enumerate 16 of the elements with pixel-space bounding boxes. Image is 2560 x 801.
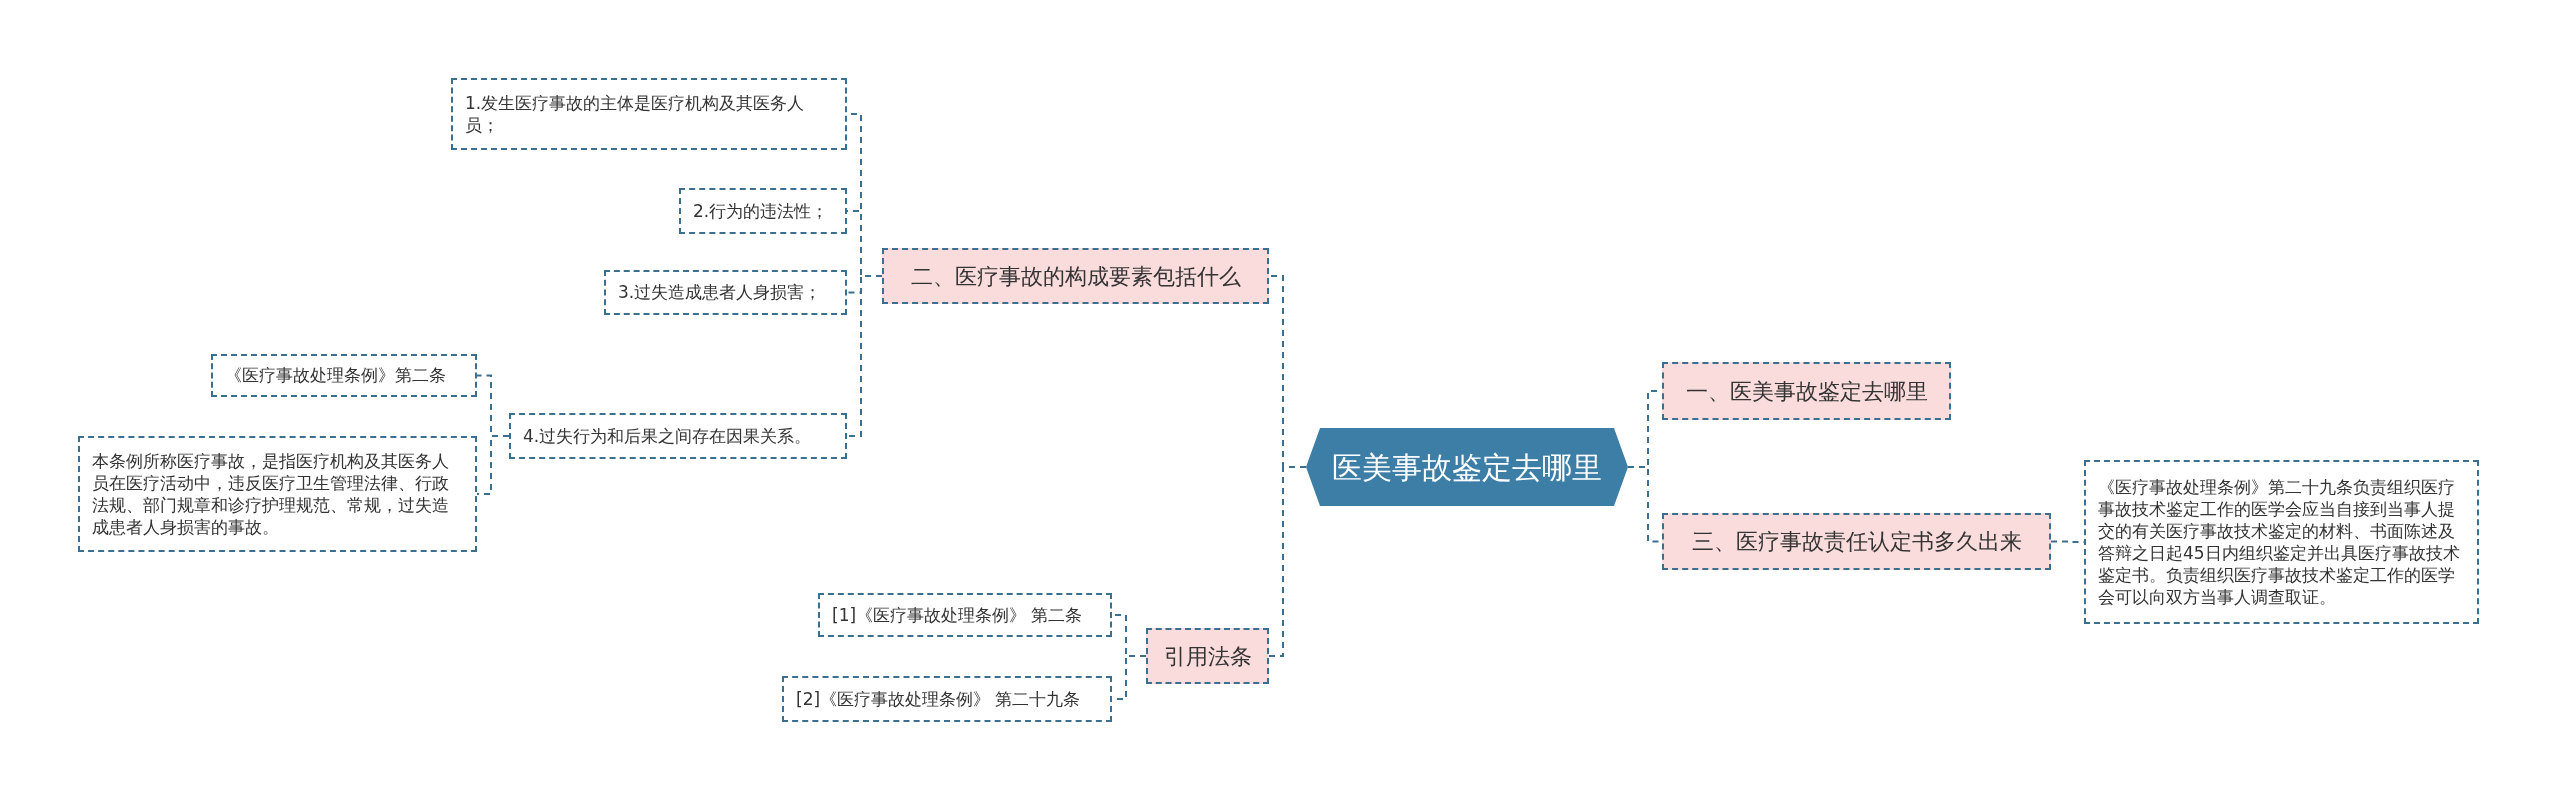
note-box: [2]《医疗事故处理条例》 第二十九条 <box>782 676 1112 722</box>
note-box: 《医疗事故处理条例》第二条 <box>211 354 477 397</box>
topic-hexagon: 医美事故鉴定去哪里 <box>1306 428 1628 506</box>
note-box: 《医疗事故处理条例》第二十九条负责组织医疗事故技术鉴定工作的医学会应当自接到当事人提交的有关医疗事故技术鉴定的材料、书面陈述及答辩之日起45日内组织鉴定并出具医疗事故技术鉴定书。负责组织医疗事故技术鉴定工作的医学会可以向双方当事人调查取证。 <box>2084 460 2479 624</box>
topic-box: 一、医美事故鉴定去哪里 <box>1662 362 1951 420</box>
connector-line <box>846 275 883 437</box>
note-box: 3.过失造成患者人身损害； <box>604 270 847 315</box>
note-box: 4.过失行为和后果之间存在因果关系。 <box>509 413 847 459</box>
topic-box: 二、医疗事故的构成要素包括什么 <box>882 248 1269 304</box>
connector-line <box>1268 466 1307 657</box>
topic-box: 三、医疗事故责任认定书多久出来 <box>1662 513 2051 570</box>
note-box: [1]《医疗事故处理条例》 第二条 <box>818 593 1112 637</box>
note-box: 1.发生医疗事故的主体是医疗机构及其医务人员； <box>451 78 847 150</box>
topic-box: 引用法条 <box>1146 628 1269 684</box>
note-box: 2.行为的违法性； <box>679 188 847 234</box>
note-box: 本条例所称医疗事故，是指医疗机构及其医务人员在医疗活动中，违反医疗卫生管理法律、行政法规、部门规章和诊疗护理规范、常规，过失造成患者人身损害的事故。 <box>78 436 477 552</box>
